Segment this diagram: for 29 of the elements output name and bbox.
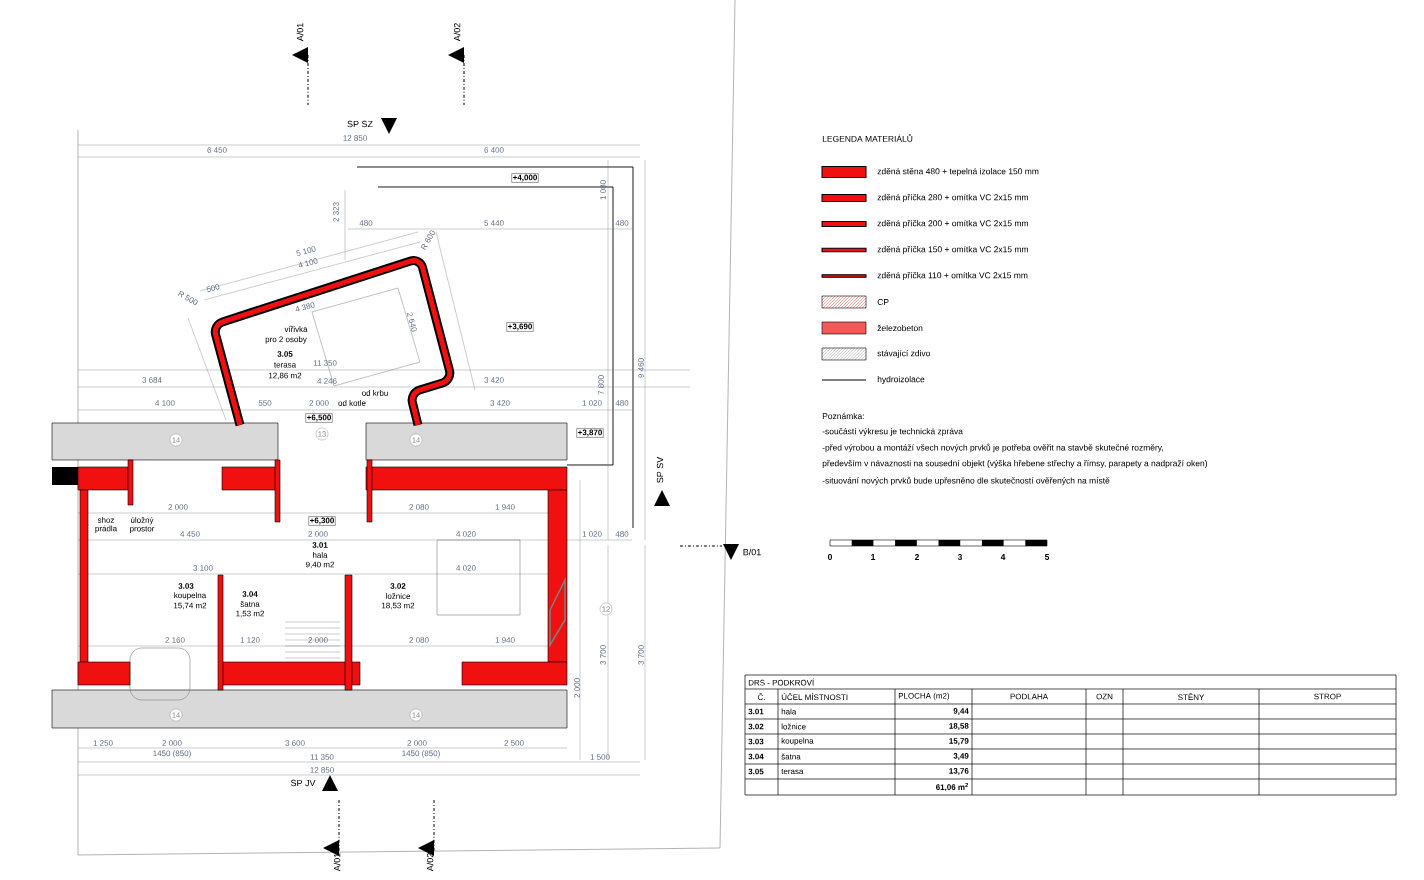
section-label: A/01 bbox=[333, 853, 341, 872]
section-label: B/01 bbox=[743, 548, 761, 556]
scale-number: 5 bbox=[1044, 554, 1050, 560]
note-text: -před výrobou a montáží všech nových prvků je potřeba ověřit na stavbě skutečné rozměry, bbox=[822, 443, 1163, 453]
note-text: především v návaznosti na sousední objekt (výška hřebene střechy a římsy, parapety a nadpraží oken) bbox=[822, 460, 1207, 468]
legend-text: zděná příčka 200 + omítka VC 2x15 mm bbox=[877, 220, 1028, 228]
legend-text: zděná příčka 110 + omítka VC 2x15 mm bbox=[877, 272, 1028, 280]
section-label: A/02 bbox=[426, 853, 434, 872]
section-label: A/01 bbox=[296, 23, 304, 42]
section-label: SP JV bbox=[290, 779, 316, 787]
scale-number: 1 bbox=[871, 554, 876, 560]
note-text: -situování nových prvků bude upřesněno dle skutečností ověřených na místě bbox=[822, 476, 1110, 486]
section-label: A/02 bbox=[453, 23, 461, 42]
scale-number: 0 bbox=[828, 554, 832, 560]
scale-number: 2 bbox=[914, 554, 920, 560]
legend-text: zděná stěna 480 + tepelná izolace 150 mm bbox=[877, 168, 1039, 176]
section-label: SP SV bbox=[656, 456, 664, 483]
legend-text: zděná příčka 280 + omítka VC 2x15 mm bbox=[877, 194, 1028, 202]
legend-text: CP bbox=[877, 299, 889, 305]
legend-text: železobeton bbox=[877, 324, 923, 332]
note-text: -součástí výkresu je technická zpráva bbox=[822, 428, 963, 436]
legend-text: stávající zdivo bbox=[877, 350, 931, 358]
scale-number: 4 bbox=[1000, 554, 1006, 560]
note-text: Poznámka: bbox=[822, 412, 864, 420]
legend-text: hydroizolace bbox=[877, 376, 925, 384]
scale-number: 3 bbox=[957, 554, 963, 560]
legend-text: zděná příčka 150 + omítka VC 2x15 mm bbox=[877, 246, 1028, 254]
section-label: SP SZ bbox=[347, 120, 373, 128]
note-text: LEGENDA MATERIÁLŮ bbox=[822, 134, 913, 142]
